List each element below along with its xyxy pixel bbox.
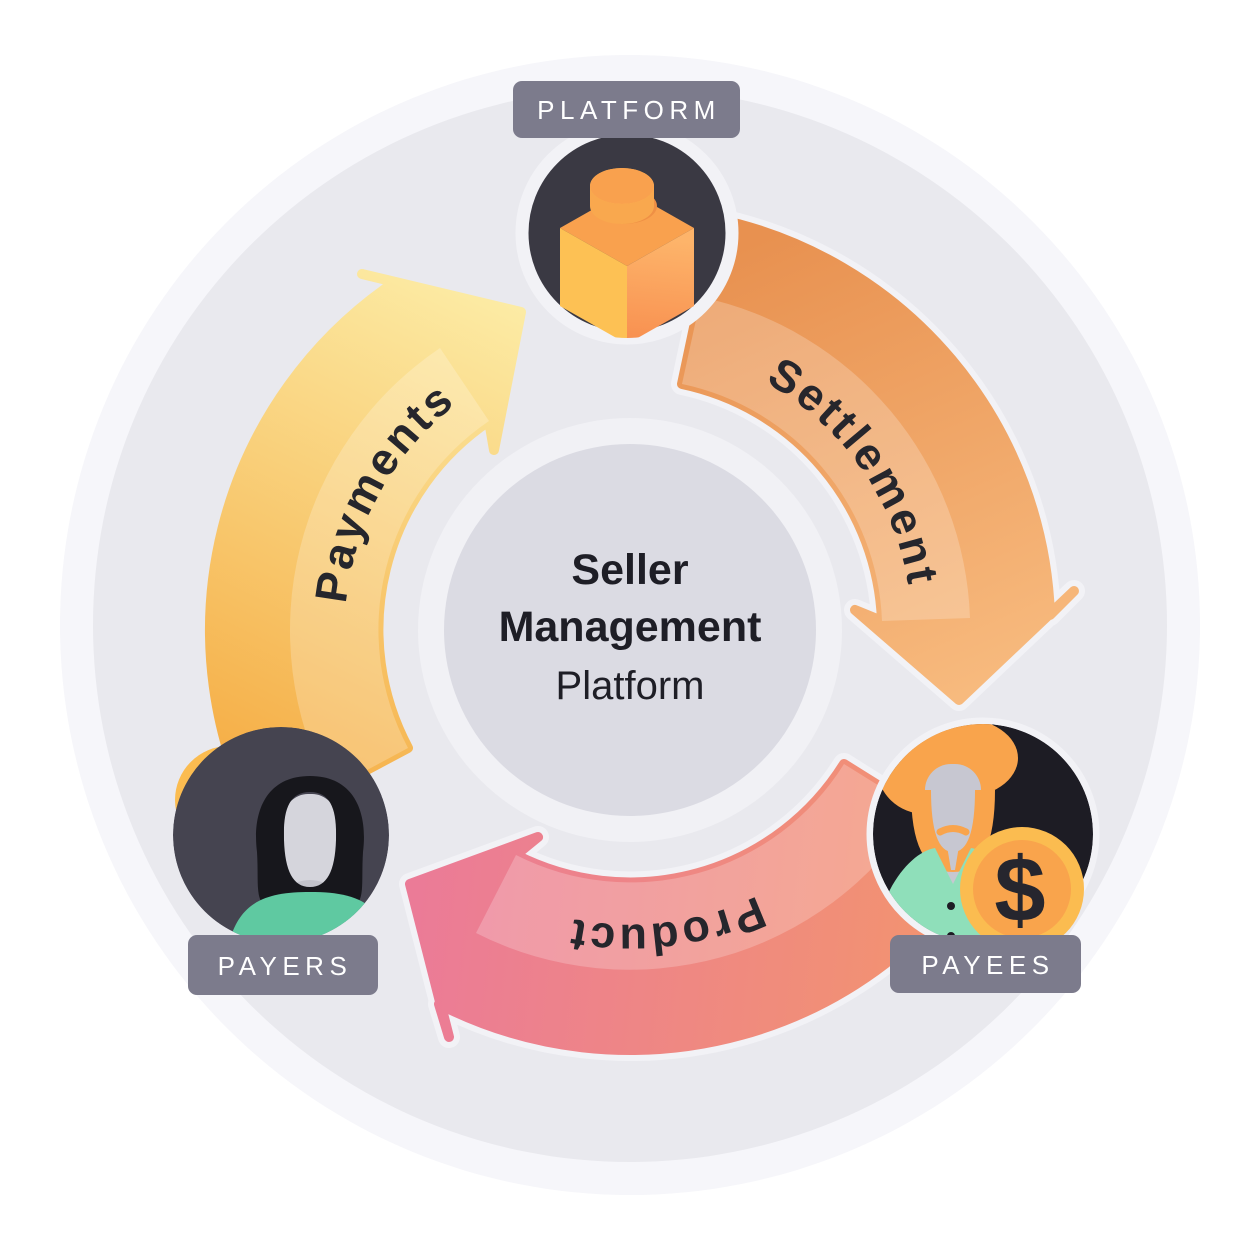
cube-right-face bbox=[627, 228, 694, 338]
center-title-line1: Seller bbox=[571, 546, 688, 594]
payers-badge-label: PAYERS bbox=[218, 951, 353, 981]
badges: PLATFORM PAYERS PAYEES bbox=[188, 81, 1081, 995]
isometric-box-icon bbox=[560, 168, 694, 338]
payers-badge-bg bbox=[188, 935, 378, 995]
cube-left-face bbox=[560, 228, 627, 338]
product-arrow-shape bbox=[405, 759, 991, 1055]
payees-coin dollar-coin-icon: $ bbox=[960, 827, 1084, 951]
center-disc bbox=[444, 444, 816, 816]
product-arrow-highlight bbox=[476, 764, 918, 970]
settlement-arrow-highlight bbox=[682, 297, 970, 621]
payees-badge: PAYEES bbox=[890, 935, 1081, 993]
payers-badge: PAYERS bbox=[188, 935, 378, 995]
payers-node: $ bbox=[173, 727, 389, 943]
payees-badge-bg bbox=[890, 935, 1081, 993]
coin-inner bbox=[973, 840, 1071, 938]
payments-arrow-shape bbox=[205, 269, 526, 832]
settlement-arrow bbox=[671, 208, 1085, 711]
dollar-sign-icon: $ bbox=[994, 839, 1045, 941]
woman-face bbox=[284, 794, 336, 890]
center-title-line2: Management bbox=[499, 603, 762, 651]
woman-avatar-icon bbox=[173, 727, 389, 943]
man-mustache bbox=[936, 825, 970, 836]
payees-node: $ bbox=[866, 717, 1100, 951]
product-arrow bbox=[399, 753, 997, 1061]
platform-badge: PLATFORM bbox=[513, 81, 740, 138]
platform-badge-bg bbox=[513, 81, 740, 138]
center-title-line3: Platform bbox=[556, 664, 705, 708]
platform-node bbox=[515, 121, 739, 345]
platform-badge-label: PLATFORM bbox=[537, 95, 721, 125]
payments-arrow-highlight bbox=[289, 348, 489, 790]
woman-shirt bbox=[226, 892, 389, 943]
woman-hair bbox=[256, 776, 364, 908]
shirt-button bbox=[947, 902, 955, 910]
settlement-arrow-shape bbox=[677, 214, 1079, 705]
man-goatee bbox=[947, 846, 959, 870]
cube-stud-swirl bbox=[590, 168, 654, 204]
payments-arrow bbox=[205, 269, 526, 832]
payees-badge-label: PAYEES bbox=[921, 950, 1054, 980]
man-face bbox=[925, 764, 981, 862]
center-hub: Seller Management Platform bbox=[418, 418, 842, 842]
